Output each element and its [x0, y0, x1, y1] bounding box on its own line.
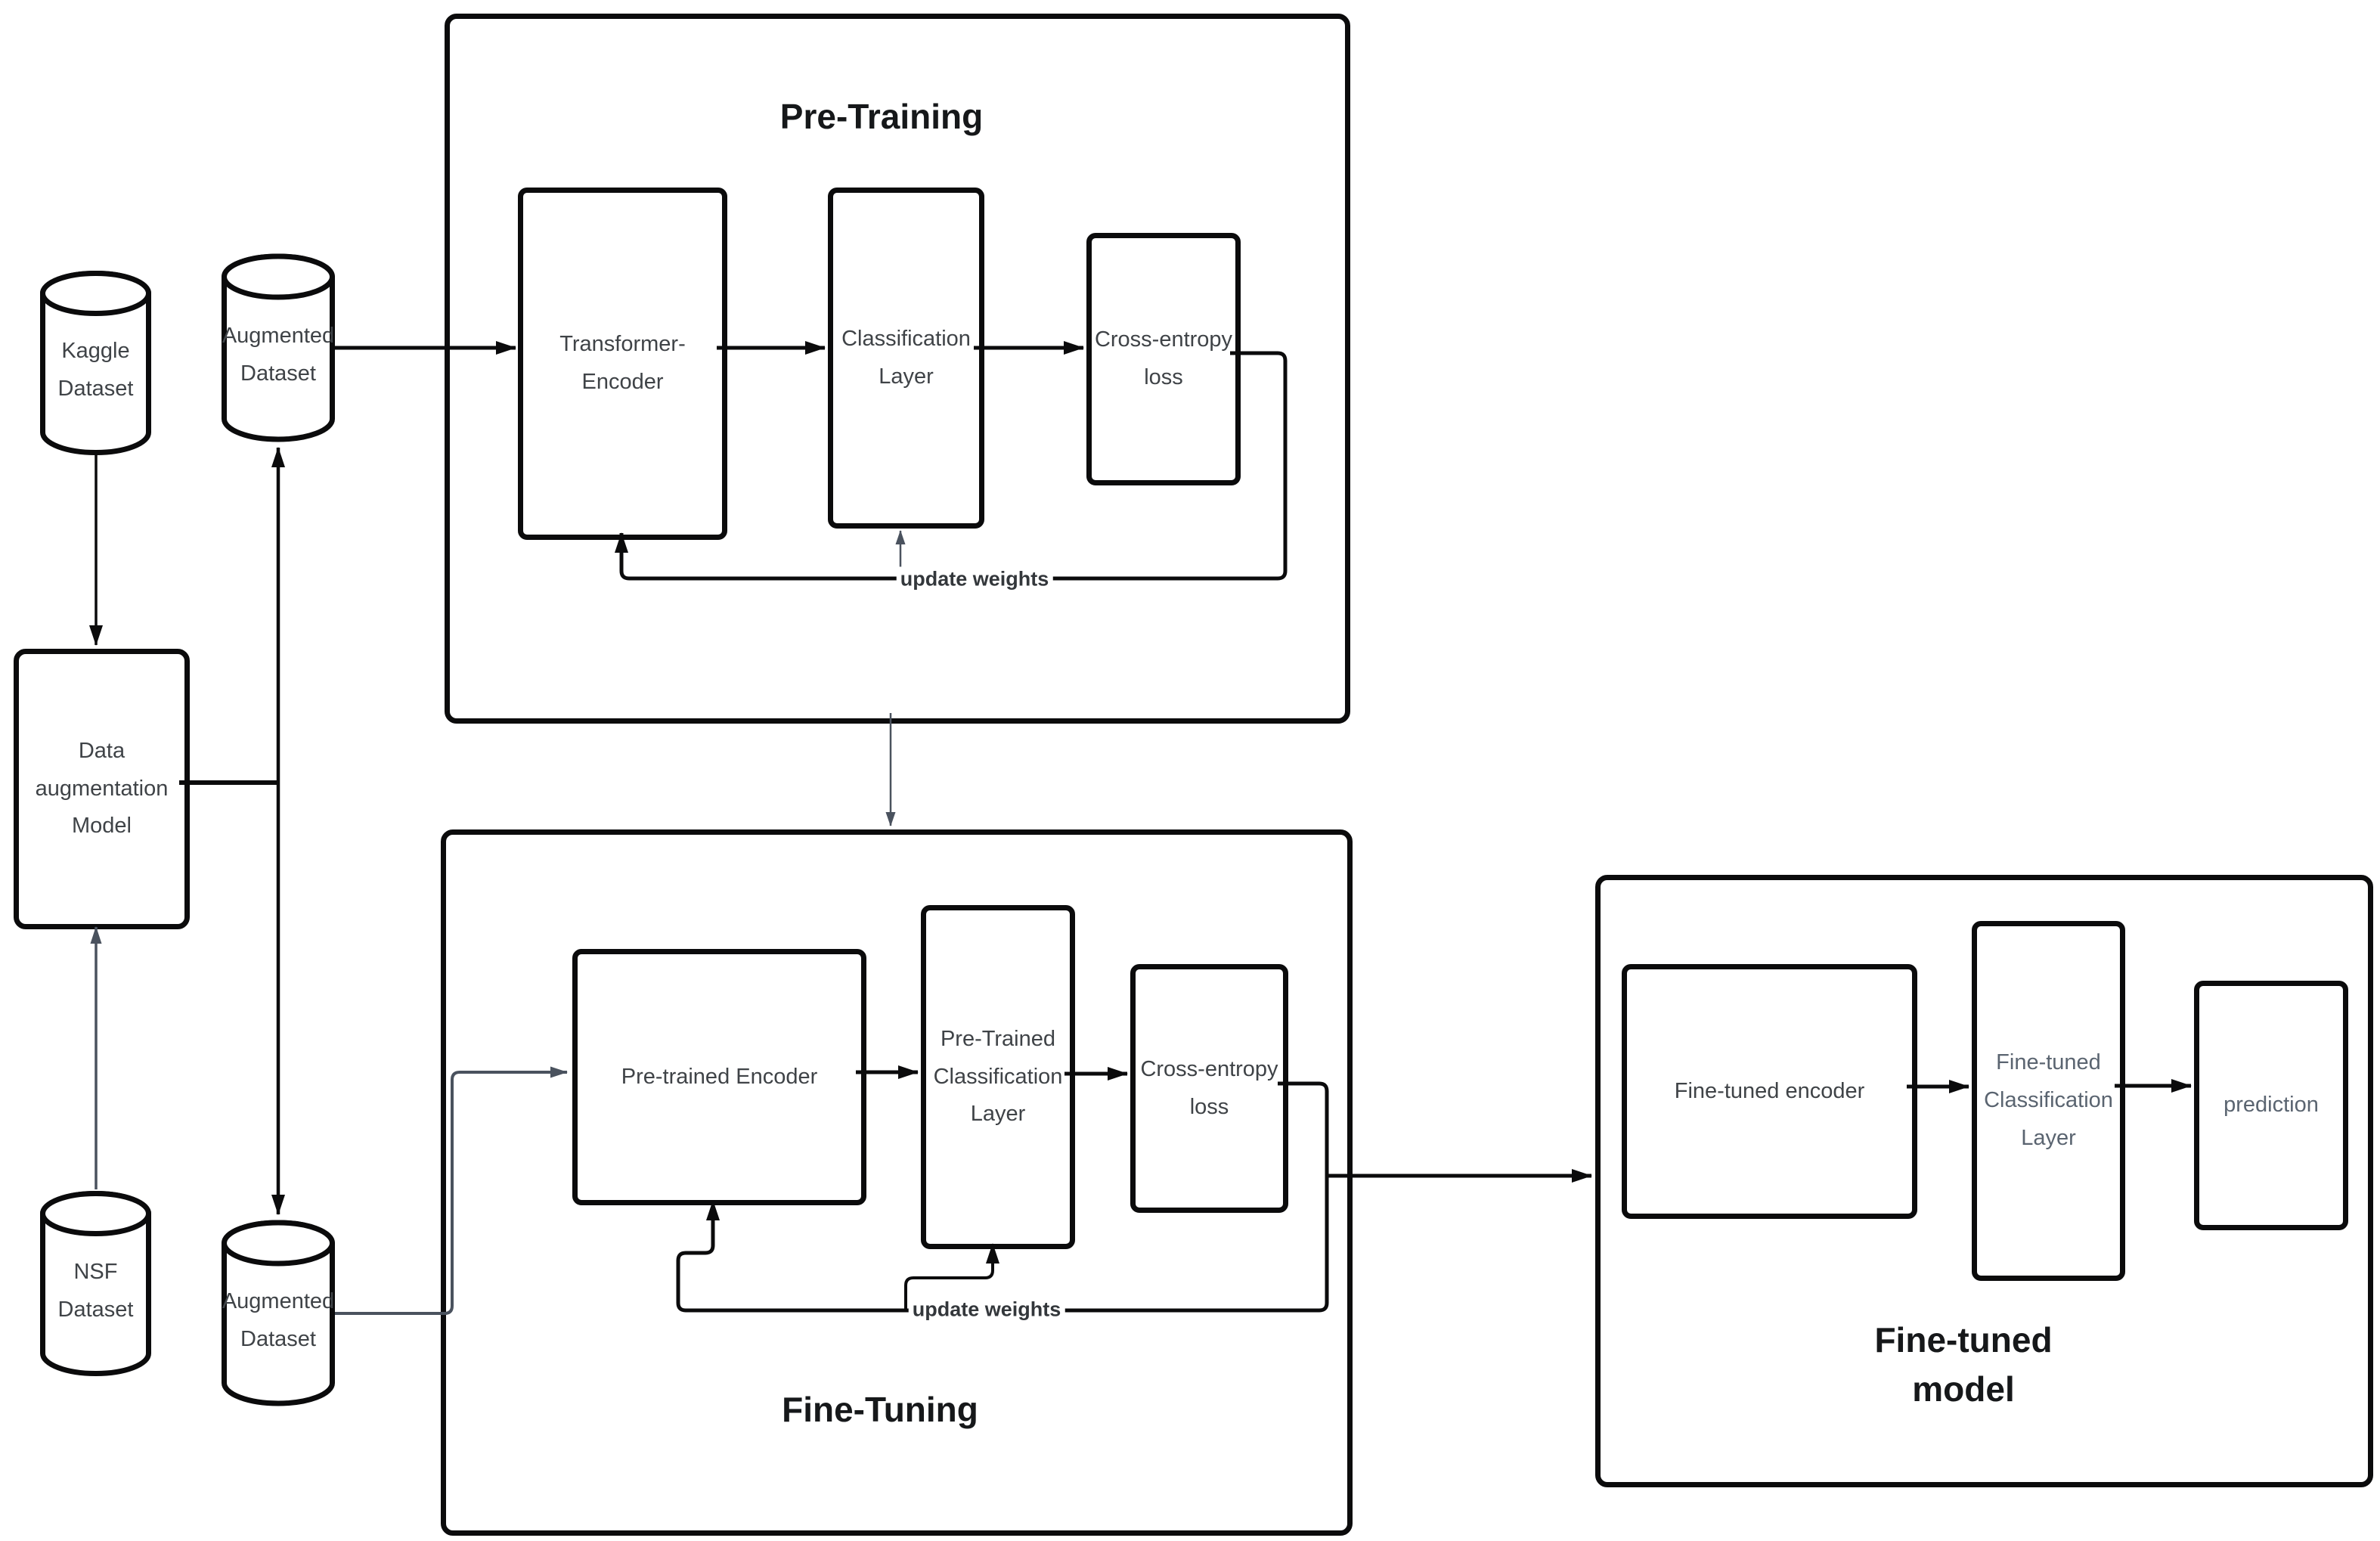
node-label: Augmented Dataset — [222, 1288, 335, 1351]
node-cross-entropy-loss-finetuning: Cross-entropy loss — [1130, 964, 1288, 1213]
node-cross-entropy-loss-pretraining: Cross-entropy loss — [1086, 233, 1241, 485]
node-label: Transformer-Encoder — [559, 332, 686, 394]
node-classification-layer: Classification Layer — [828, 188, 984, 529]
node-label: Pre-Trained Classification Layer — [933, 1026, 1063, 1127]
node-label: NSF Dataset — [57, 1259, 134, 1322]
edge-label-update-weights-pretraining: update weights — [896, 566, 1053, 592]
node-label: prediction — [2224, 1093, 2319, 1118]
cylinder-shape — [222, 1220, 335, 1406]
node-transformer-encoder: Transformer-Encoder — [518, 188, 727, 540]
node-nsf-dataset: NSF Dataset — [40, 1191, 151, 1376]
section-title-pre-training: Pre-Training — [779, 97, 984, 136]
node-label: Fine-tuned Classification Layer — [1984, 1050, 2113, 1150]
cylinder-shape — [222, 253, 335, 442]
node-label: Kaggle Dataset — [57, 339, 134, 401]
cylinder-shape — [40, 271, 151, 455]
node-fine-tuned-classification-layer: Fine-tuned Classification Layer — [1972, 921, 2125, 1281]
node-kaggle-dataset: Kaggle Dataset — [40, 271, 151, 455]
section-title-fine-tuning: Fine-Tuning — [782, 1390, 978, 1429]
cylinder-shape — [40, 1191, 151, 1376]
node-data-augmentation-model: Data augmentation Model — [14, 649, 190, 929]
section-title-fine-tuned-model: Fine-tuned model — [1874, 1320, 2053, 1409]
edge-label-update-weights-finetuning: update weights — [908, 1297, 1065, 1322]
node-prediction: prediction — [2194, 981, 2348, 1230]
node-label: Cross-entropy loss — [1094, 327, 1233, 389]
node-label: Cross-entropy loss — [1140, 1056, 1278, 1119]
node-label: Augmented Dataset — [222, 324, 335, 386]
section-fine-tuned-model — [1595, 875, 2373, 1487]
node-fine-tuned-encoder: Fine-tuned encoder — [1622, 964, 1917, 1219]
node-augmented-dataset-bottom: Augmented Dataset — [222, 1220, 335, 1406]
node-label: Data augmentation Model — [35, 738, 169, 839]
node-pre-trained-classification-layer: Pre-Trained Classification Layer — [921, 905, 1075, 1249]
node-label: Classification Layer — [841, 326, 971, 389]
node-label: Fine-tuned encoder — [1674, 1078, 1865, 1103]
node-augmented-dataset-top: Augmented Dataset — [222, 253, 335, 442]
node-label: Pre-trained Encoder — [621, 1064, 818, 1089]
node-pre-trained-encoder: Pre-trained Encoder — [572, 949, 866, 1205]
section-pre-training — [445, 14, 1350, 724]
